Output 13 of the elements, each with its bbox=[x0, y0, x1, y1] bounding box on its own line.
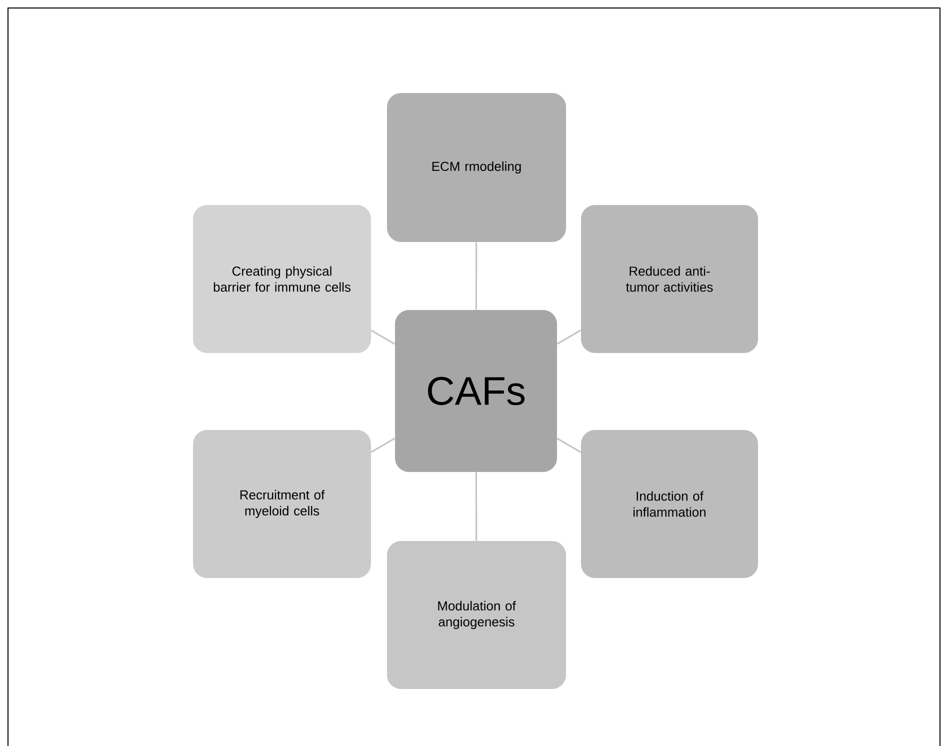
process-box: Creating physical barrier for immune cells bbox=[193, 205, 371, 353]
connector-line bbox=[556, 438, 582, 453]
connector-line bbox=[556, 330, 582, 345]
connector-line bbox=[370, 330, 396, 345]
process-box: Recruitment of myeloid cells bbox=[193, 430, 371, 578]
process-box: Modulation of angiogenesis bbox=[387, 541, 566, 689]
connector-line bbox=[370, 438, 396, 453]
connector-line bbox=[475, 472, 478, 541]
process-box: Induction of inflammation bbox=[581, 430, 758, 578]
process-box: Reduced anti-tumor activities bbox=[581, 205, 758, 353]
connector-line bbox=[475, 242, 478, 310]
center-box: CAFs bbox=[395, 310, 557, 472]
process-box: ECM rmodeling bbox=[387, 93, 566, 242]
